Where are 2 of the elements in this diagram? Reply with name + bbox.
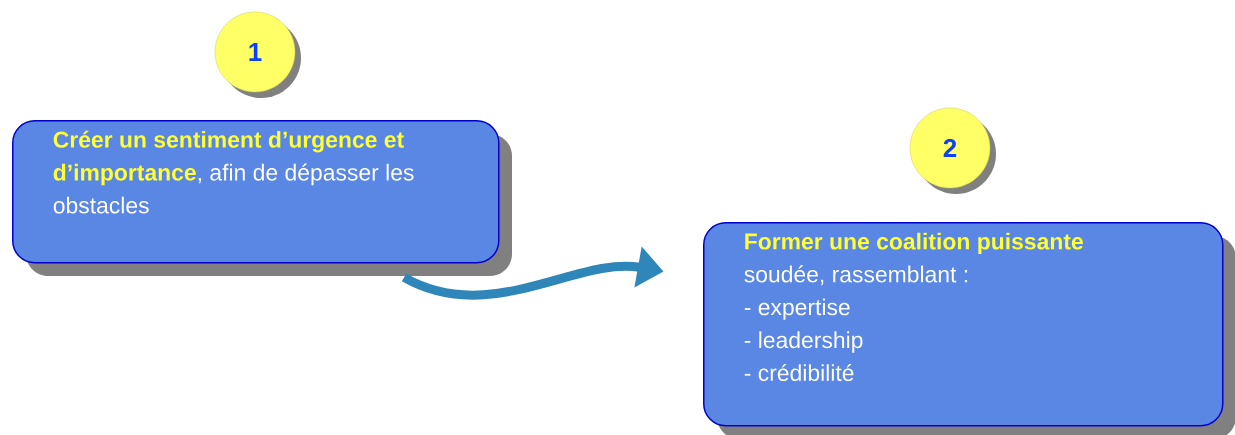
text-box: Créer un sentiment d’urgence et d’importance, afin de dépasser les obstacles: [12, 120, 512, 276]
text-box: Former une coalition puissante soudée, rassemblant : - expertise - leadership - crédibilité: [703, 222, 1235, 435]
